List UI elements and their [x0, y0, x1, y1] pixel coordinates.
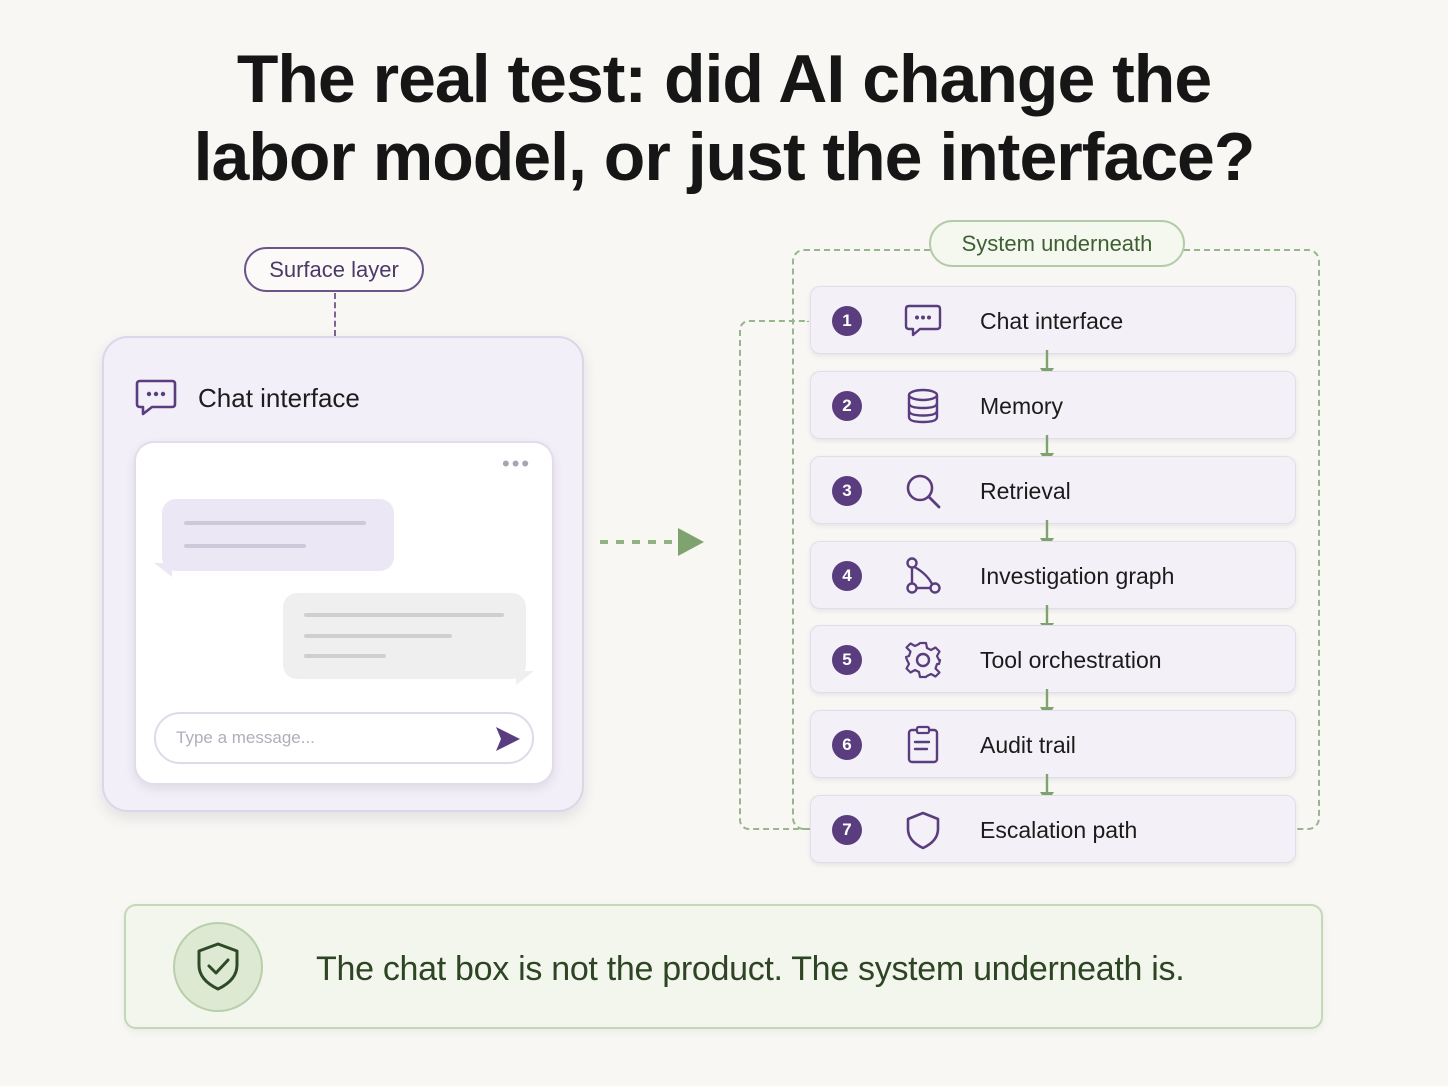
- chat-bubble-icon: [135, 379, 177, 416]
- system-step-chat-interface: 1 Chat interface: [810, 286, 1296, 354]
- outgoing-message-bubble: [283, 593, 534, 685]
- surface-connector-line: [334, 293, 336, 336]
- message-input[interactable]: [154, 712, 534, 764]
- step-number: 5: [832, 645, 862, 675]
- system-step-audit-trail: 6 Audit trail: [810, 710, 1296, 778]
- step-number: 3: [832, 476, 862, 506]
- flow-arrow-icon: [600, 528, 704, 556]
- shield-check-icon: [197, 942, 239, 991]
- graph-icon: [906, 557, 941, 594]
- page-title: The real test: did AI change the labor m…: [0, 40, 1448, 196]
- incoming-message-bubble: [162, 499, 394, 571]
- step-label: Memory: [980, 392, 1064, 419]
- clipboard-icon: [907, 725, 939, 764]
- system-step-tool-orchestration: 5 Tool orchestration: [810, 625, 1296, 693]
- shield-icon: [906, 811, 940, 850]
- system-step-escalation-path: 7 Escalation path: [810, 795, 1296, 863]
- feedback-loop-line: [739, 320, 809, 830]
- system-step-investigation-graph: 4 Investigation graph: [810, 541, 1296, 609]
- step-number: 7: [832, 815, 862, 845]
- step-label: Escalation path: [980, 816, 1138, 843]
- search-icon: [906, 474, 941, 509]
- footer-badge: [173, 922, 263, 1012]
- system-step-retrieval: 3 Retrieval: [810, 456, 1296, 524]
- step-label: Audit trail: [980, 731, 1076, 758]
- title-line-1: The real test: did AI change the: [236, 41, 1212, 117]
- footer-callout: [124, 904, 1323, 1029]
- step-number: 1: [832, 306, 862, 336]
- step-label: Retrieval: [980, 477, 1071, 504]
- step-number: 4: [832, 561, 862, 591]
- gear-icon: [904, 641, 942, 679]
- chat-bubble-icon: [904, 304, 942, 337]
- system-step-memory: 2 Memory: [810, 371, 1296, 439]
- system-underneath-pill: System underneath: [929, 220, 1185, 267]
- footer-message: The chat box is not the product. The sys…: [316, 949, 1185, 988]
- database-icon: [907, 388, 939, 424]
- surface-chat-title: Chat interface: [198, 382, 360, 413]
- step-label: Investigation graph: [980, 562, 1175, 589]
- surface-layer-pill: Surface layer: [244, 247, 424, 292]
- step-number: 6: [832, 730, 862, 760]
- more-options-icon[interactable]: •••: [502, 451, 532, 476]
- surface-chat-header: Chat interface: [134, 378, 360, 418]
- title-line-2: labor model, or just the interface?: [193, 119, 1256, 195]
- step-number: 2: [832, 391, 862, 421]
- send-icon[interactable]: [494, 725, 522, 753]
- step-label: Tool orchestration: [980, 646, 1162, 673]
- step-label: Chat interface: [980, 307, 1124, 334]
